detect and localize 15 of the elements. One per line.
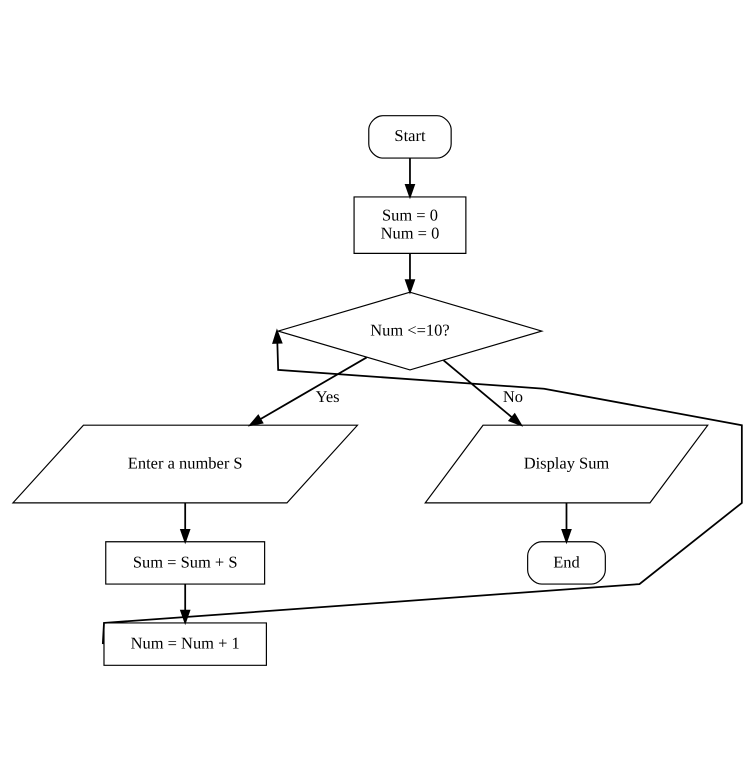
node-box: Sum = Sum + S (105, 540, 266, 584)
arrow (404, 253, 416, 294)
node-box: Start (368, 114, 452, 158)
node-box: End (527, 540, 606, 584)
node-box: Num = Num + 1 (103, 622, 267, 666)
arrow (442, 359, 524, 426)
edge-label: No (502, 386, 524, 406)
arrow (248, 356, 368, 426)
arrow (180, 502, 191, 544)
node-diamond: Num <=10? (276, 291, 544, 370)
arrow (561, 502, 572, 544)
edge-label: Yes (316, 386, 340, 406)
arrow (404, 158, 416, 199)
node-box: Sum = 0 Num = 0 (353, 196, 466, 254)
arrow (102, 328, 743, 644)
